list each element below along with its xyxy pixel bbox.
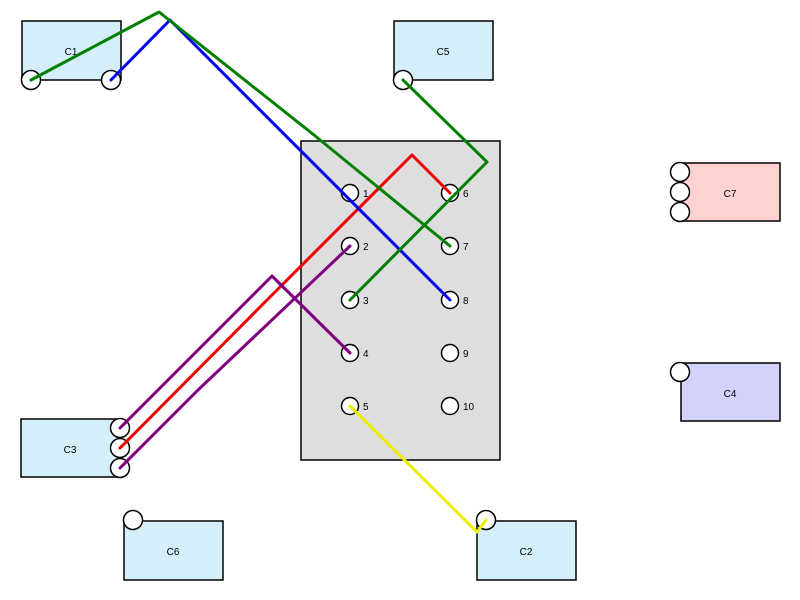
connector-pin[interactable] [669,201,691,223]
pin-label: 5 [363,402,369,413]
connector-c2[interactable]: C2 [475,509,577,581]
pin-label: 10 [463,402,475,413]
connector-c1[interactable]: C1 [20,20,122,91]
wire-purple-2[interactable] [118,244,352,470]
pin-label: 9 [463,349,469,360]
connector-body[interactable] [680,162,781,222]
connector-label: C3 [64,445,77,456]
connector-body[interactable] [393,20,494,81]
pin-label: 8 [463,296,469,307]
connector-body[interactable] [123,520,224,581]
pin-label: 3 [363,296,369,307]
panel-pin-10[interactable]: 10 [440,396,475,416]
connector-body[interactable] [20,418,121,478]
connector-label: C2 [520,547,533,558]
panel-body [300,140,501,461]
connector-pin[interactable] [669,181,691,203]
connector-label: C1 [65,47,78,58]
wire-green-1[interactable] [29,10,452,248]
pin-circle[interactable] [440,343,460,363]
connector-body[interactable] [476,520,577,581]
connector-c5[interactable]: C5 [392,20,494,91]
wire-purple-1[interactable] [118,274,352,430]
connector-label: C7 [724,189,737,200]
pin-label: 7 [463,242,469,253]
pin-label: 2 [363,242,369,253]
wire-green-2[interactable] [348,78,489,302]
connector-c3[interactable]: C3 [20,417,131,479]
pin-label: 6 [463,189,469,200]
connector-c4[interactable]: C4 [669,361,781,422]
wires [29,10,489,534]
terminal-panel: 1 2 3 4 5 6 7 8 [300,140,501,461]
connector-label: C6 [167,547,180,558]
connector-label: C5 [437,47,450,58]
connector-c7[interactable]: C7 [669,161,781,223]
wire-red[interactable] [118,153,452,450]
panel-pin-9[interactable]: 9 [440,343,470,363]
connector-pin[interactable] [122,509,144,531]
connector-label: C4 [724,389,737,400]
connector-c6[interactable]: C6 [122,509,224,581]
connector-pin[interactable] [669,361,691,383]
connector-body[interactable] [680,362,781,422]
pin-label: 1 [363,189,369,200]
pin-circle[interactable] [440,396,460,416]
connector-body[interactable] [21,20,122,81]
connector-pin[interactable] [669,161,691,183]
pin-label: 4 [363,349,369,360]
wire-yellow[interactable] [348,404,488,534]
